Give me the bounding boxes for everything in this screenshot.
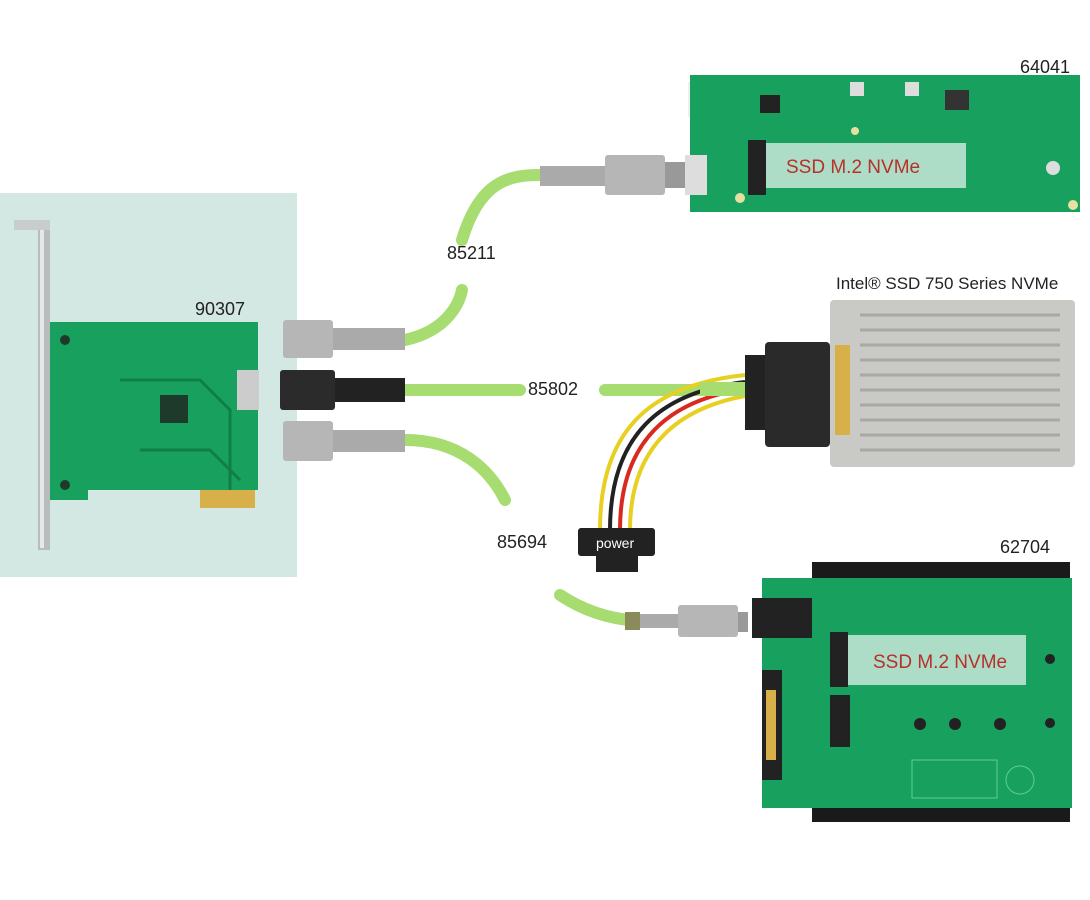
pci-bracket — [14, 220, 50, 550]
adapter-board-64041: SSD M.2 NVMe — [685, 75, 1080, 212]
sas-connector-62704 — [625, 605, 748, 637]
label-85211: 85211 — [447, 243, 496, 263]
label-62704: 62704 — [1000, 537, 1051, 557]
intel-ssd-750 — [830, 300, 1075, 467]
sff-connector-top — [283, 320, 405, 358]
label-85694: 85694 — [497, 532, 548, 552]
label-intel-ssd: Intel® SSD 750 Series NVMe — [836, 274, 1059, 293]
sff-connector-bottom — [283, 421, 405, 461]
sff-connector-64041 — [540, 155, 687, 195]
ssd-m2-label-top: SSD M.2 NVMe — [786, 157, 920, 178]
sata-power-connector: power — [578, 528, 655, 572]
ssd-m2-label-bottom: SSD M.2 NVMe — [873, 652, 1007, 673]
adapter-board-62704: SSD M.2 NVMe — [752, 562, 1072, 822]
sff-connector-middle — [280, 370, 405, 410]
label-64041: 64041 — [1020, 57, 1071, 77]
u2-connector — [700, 342, 830, 447]
pcie-card-90307 — [50, 322, 259, 508]
power-label: power — [596, 535, 634, 551]
power-wires — [598, 373, 746, 531]
label-90307: 90307 — [195, 299, 246, 319]
label-85802: 85802 — [528, 379, 579, 399]
